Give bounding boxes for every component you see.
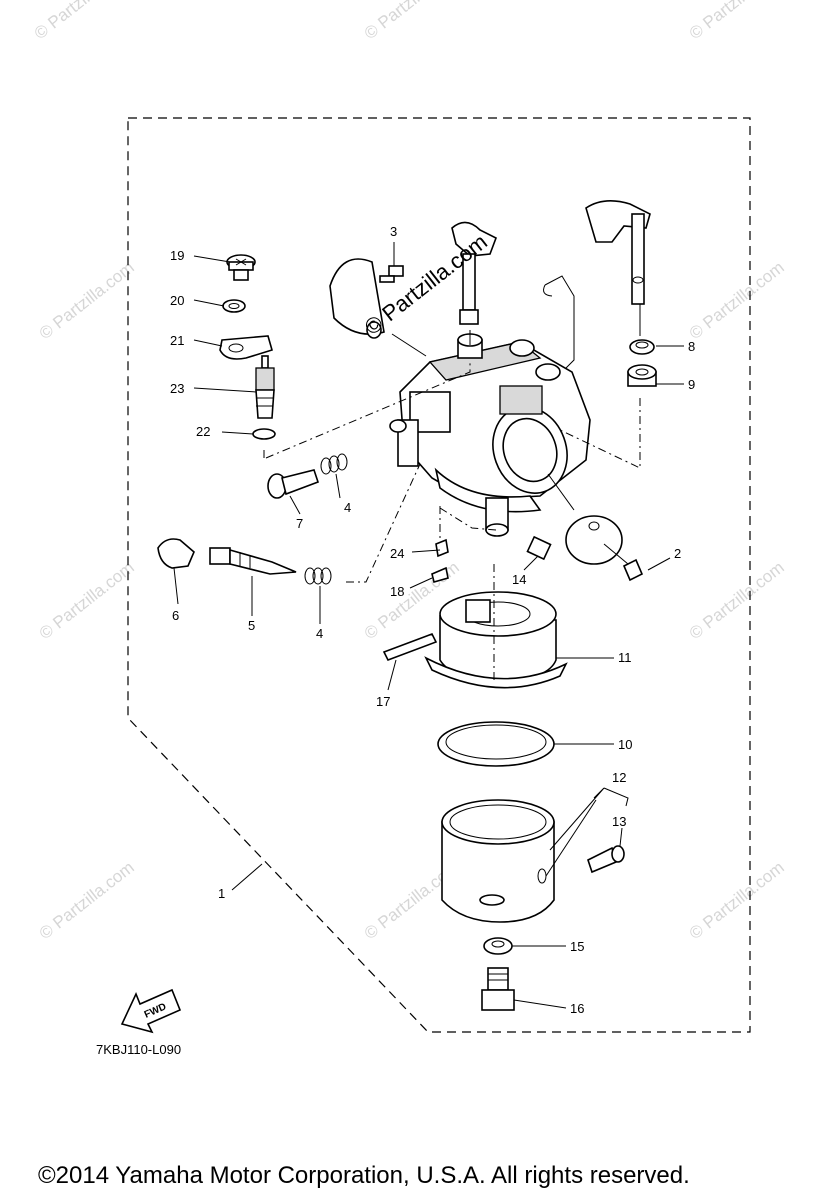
part-18-clip — [431, 566, 449, 583]
callout-17: 17 — [376, 694, 390, 709]
carburetor-body — [389, 333, 591, 537]
part-14-jet — [526, 535, 552, 561]
part-8-washer — [629, 339, 655, 355]
watermark: © Partzilla.com — [36, 258, 138, 344]
callout-24: 24 — [390, 546, 404, 561]
watermark: © Partzilla.com — [36, 558, 138, 644]
watermark-layer: © Partzilla.com © Partzilla.com © Partzi… — [31, 0, 788, 943]
callout-16: 16 — [570, 1001, 584, 1016]
part-10-gasket — [437, 721, 555, 767]
callout-6: 6 — [172, 608, 179, 623]
assembly-outline — [127, 117, 751, 1033]
callout-14: 14 — [512, 572, 526, 587]
choke-bracket — [544, 275, 575, 369]
watermark: © Partzilla.com — [686, 0, 788, 43]
copyright-notice: ©2014 Yamaha Motor Corporation, U.S.A. A… — [38, 1162, 690, 1189]
callout-22: 22 — [196, 424, 210, 439]
callout-12: 12 — [612, 770, 626, 785]
callout-2: 2 — [674, 546, 681, 561]
callout-numbers: 19 20 21 23 22 3 8 9 7 4 2 14 24 18 6 5 … — [170, 224, 695, 1016]
watermark: © Partzilla.com — [361, 0, 463, 43]
callout-1: 1 — [218, 886, 225, 901]
part-4-spring-upper — [320, 453, 348, 475]
part-23-jet — [255, 355, 275, 419]
part-2-plate — [565, 515, 644, 582]
callout-23: 23 — [170, 381, 184, 396]
callout-20: 20 — [170, 293, 184, 308]
part-5-needle — [209, 547, 297, 575]
part-13-screw — [587, 845, 625, 874]
part-9-seal — [627, 364, 657, 387]
watermark: © Partzilla.com — [686, 858, 788, 944]
part-15-washer — [483, 937, 513, 955]
part-24-jet — [435, 538, 449, 558]
part-21-stay — [219, 335, 273, 360]
part-4-spring-lower — [304, 567, 332, 585]
callout-3: 3 — [390, 224, 397, 239]
leader-lines — [173, 242, 684, 1009]
callout-21: 21 — [170, 333, 184, 348]
watermark: © Partzilla.com — [36, 858, 138, 944]
callout-18: 18 — [390, 584, 404, 599]
choke-bracket-hook — [543, 284, 553, 297]
callout-4-upper: 4 — [344, 500, 351, 515]
throttle-shaft — [451, 221, 498, 325]
part-12-bowl — [441, 799, 555, 923]
part-19-screw — [226, 254, 256, 281]
callout-10: 10 — [618, 737, 632, 752]
part-20-washer — [222, 299, 246, 313]
callout-4-lower: 4 — [316, 626, 323, 641]
part-17-pin — [382, 632, 438, 662]
part-22-o-ring — [252, 428, 276, 440]
throttle-shaft-ring — [366, 321, 382, 339]
watermark: © Partzilla.com — [686, 558, 788, 644]
callout-5: 5 — [248, 618, 255, 633]
callout-15: 15 — [570, 939, 584, 954]
callout-19: 19 — [170, 248, 184, 263]
callout-9: 9 — [688, 377, 695, 392]
callout-7: 7 — [296, 516, 303, 531]
part-7-screw — [267, 469, 320, 499]
throttle-plate — [329, 258, 385, 335]
callout-13: 13 — [612, 814, 626, 829]
watermark: © Partzilla.com — [686, 258, 788, 344]
part-3-screw — [379, 265, 404, 283]
part-16-bolt — [481, 967, 515, 1011]
part-6-cap — [157, 538, 195, 569]
watermark: © Partzilla.com — [31, 0, 133, 43]
diagram-code: 7KBJ110-L090 — [96, 1042, 182, 1057]
fwd-arrow-icon: FWD — [120, 988, 182, 1034]
choke-lever — [585, 200, 651, 305]
callout-8: 8 — [688, 339, 695, 354]
callout-11: 11 — [618, 650, 632, 665]
part-11-float — [424, 591, 568, 689]
